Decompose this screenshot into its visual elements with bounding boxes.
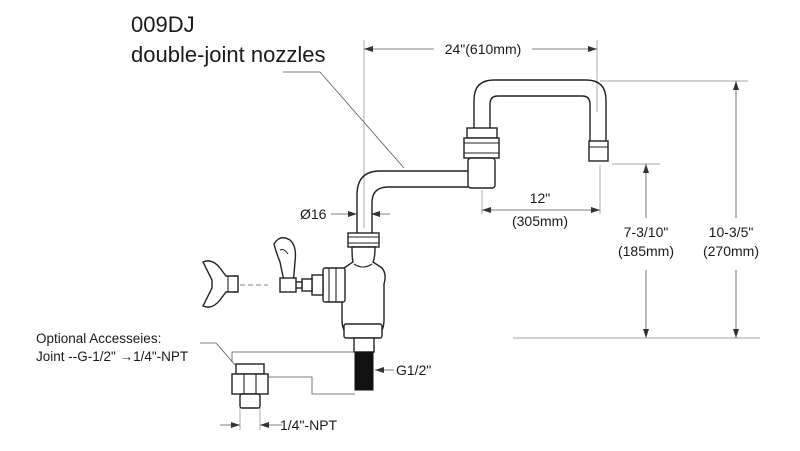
accessories-heading: Optional Accesseies: (36, 331, 161, 346)
cross-handle (202, 260, 268, 308)
threaded-shank (353, 337, 375, 391)
model-number: 009DJ (131, 12, 195, 37)
connector-line-top (231, 351, 355, 362)
arrowhead (588, 46, 597, 52)
arrowhead (591, 207, 600, 213)
lower-spout (356, 170, 468, 233)
total-height-mm-label: (270mm) (703, 243, 759, 259)
inlet-thread-label: G1/2" (396, 362, 431, 378)
upper-spout (473, 79, 609, 162)
spout-coupling-nut (347, 232, 380, 248)
arrowhead (733, 329, 739, 338)
arrowhead (371, 211, 380, 217)
shank-thread (354, 351, 374, 391)
arrowhead (260, 422, 269, 428)
pipe-diameter-label: Ø16 (300, 206, 327, 222)
aerator-nozzle (588, 140, 609, 162)
spout-height-inch-label: 7-3/10" (624, 224, 669, 240)
reducing-joint (231, 363, 269, 409)
arrowhead (348, 211, 357, 217)
spout-height-mm-label: (185mm) (618, 243, 674, 259)
title-leader-line (283, 71, 405, 169)
accessory-leader (200, 342, 237, 367)
reach-mm-label: (305mm) (512, 213, 568, 229)
arrowhead (643, 329, 649, 338)
arrowhead (733, 81, 739, 90)
lever-handle (273, 237, 297, 293)
arrowhead (231, 422, 240, 428)
arrowhead (364, 46, 373, 52)
spout-length-label: 24"(610mm) (445, 41, 522, 57)
arrowhead (375, 367, 384, 373)
swivel-joint (463, 127, 500, 189)
reach-inch-label: 12" (530, 190, 551, 206)
total-height-inch-label: 10-3/5" (709, 224, 754, 240)
npt-thread-label: 1/4"-NPT (280, 417, 338, 433)
faucet-body (340, 232, 386, 339)
arrowhead (482, 207, 491, 213)
valve-assembly (291, 267, 346, 303)
model-description: double-joint nozzles (131, 42, 325, 67)
connector-line-bottom (266, 376, 355, 395)
arrowhead (643, 164, 649, 173)
accessories-joint-spec: Joint --G-1/2" →1/4"-NPT (36, 349, 188, 364)
